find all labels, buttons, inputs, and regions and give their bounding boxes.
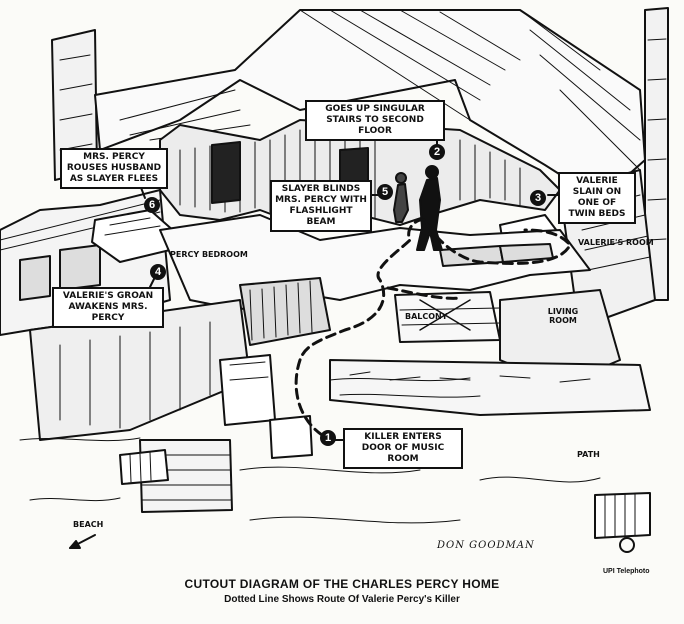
step-marker-5: 5 <box>377 184 393 200</box>
piano <box>219 354 276 426</box>
step-marker-3: 3 <box>530 190 546 206</box>
path-marker <box>619 537 635 553</box>
step-marker-4: 4 <box>150 264 166 280</box>
house-cutaway-drawing <box>0 7 669 553</box>
callout-rouses-husband: MRS. PERCY ROUSES HUSBAND AS SLAYER FLEE… <box>60 148 168 189</box>
music-room-wall <box>239 277 331 346</box>
caption-title: CUTOUT DIAGRAM OF THE CHARLES PERCY HOME <box>184 577 500 591</box>
callout-valerie-slain: VALERIE SLAIN ON ONE OF TWIN BEDS <box>558 172 636 224</box>
killer-figure <box>416 177 443 251</box>
artist-signature: DON GOODMAN <box>437 540 535 551</box>
roof-outline <box>94 9 646 201</box>
killer-route <box>294 218 572 437</box>
callout-groan-awakens: VALERIE'S GROAN AWAKENS MRS. PERCY <box>52 287 164 328</box>
label-path: PATH <box>577 450 600 459</box>
step-marker-2: 2 <box>429 144 445 160</box>
ground-floor-left <box>29 299 251 441</box>
step-marker-6: 6 <box>144 197 160 213</box>
caption-subtitle: Dotted Line Shows Route Of Valerie Percy… <box>224 594 460 605</box>
route-branch <box>386 286 462 300</box>
photo-credit: UPI Telephoto <box>603 568 650 575</box>
right-chimney <box>644 7 669 301</box>
callout-slayer-blinds: SLAYER BLINDS MRS. PERCY WITH FLASHLIGHT… <box>270 180 372 232</box>
label-living-room: LIVING ROOM <box>547 307 579 325</box>
mrs-percy-figure <box>393 183 409 223</box>
twin-bed <box>499 243 554 263</box>
left-fence <box>119 449 169 485</box>
label-beach: BEACH <box>73 520 104 529</box>
label-valeries-room: VALERIE'S ROOM <box>578 238 654 247</box>
step-marker-1: 1 <box>320 430 336 446</box>
upper-window-left <box>211 141 241 204</box>
label-percy-bedroom: PERCY BEDROOM <box>170 250 248 259</box>
callout-goes-up-stairs: GOES UP SINGULAR STAIRS TO SECOND FLOOR <box>305 100 445 141</box>
right-fence <box>594 492 651 539</box>
callout-killer-enters: KILLER ENTERS DOOR OF MUSIC ROOM <box>343 428 463 469</box>
label-balcony: BALCONY <box>405 312 448 321</box>
music-room-door <box>269 415 313 459</box>
stone-foundation <box>329 359 651 416</box>
ground-scribbles <box>19 437 601 524</box>
